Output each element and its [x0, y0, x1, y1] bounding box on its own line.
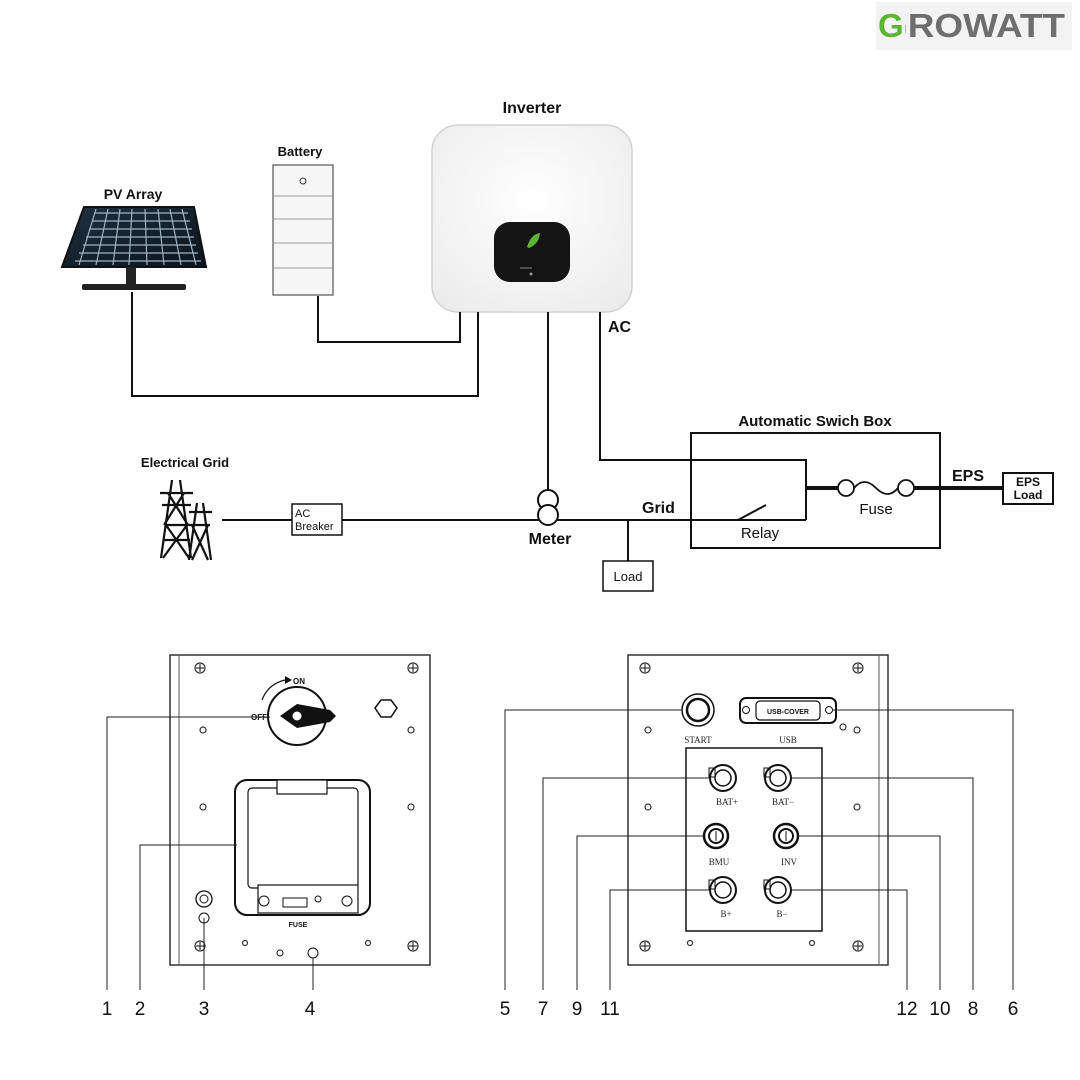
meter-label: Meter — [529, 531, 572, 548]
load-box: Load — [602, 560, 654, 592]
start-label: START — [684, 735, 712, 745]
eps-load-label-2: Load — [1014, 488, 1043, 502]
callout-4: 4 — [305, 999, 316, 1020]
switch-box-label: Automatic Swich Box — [738, 413, 892, 430]
automatic-switch-box: Automatic Swich Box Relay Fuse EPS EPS L… — [690, 413, 1054, 549]
b-minus-label: B− — [776, 909, 787, 919]
battery-label: Battery — [278, 144, 324, 159]
callout-2: 2 — [135, 999, 146, 1020]
svg-text:G: G — [878, 7, 904, 44]
electrical-grid-label: Electrical Grid — [141, 455, 229, 470]
battery-stack: Battery — [272, 144, 334, 296]
bat-plus-label: BAT+ — [716, 797, 738, 807]
callout-8: 8 — [968, 999, 979, 1020]
connector-bat-plus: BAT+ — [708, 764, 738, 807]
transmission-tower-icon — [159, 479, 213, 561]
panel-screws — [194, 662, 419, 952]
bat-minus-label: BAT− — [772, 797, 794, 807]
battery-terminal-panel: START USB-COVER USB BAT+ BAT− — [627, 654, 889, 966]
relay: Relay — [737, 504, 780, 542]
eps-load-label-1: EPS — [1016, 475, 1040, 489]
electrical-grid: Electrical Grid AC Breaker Meter — [141, 455, 806, 592]
rotary-switch: ON OFF — [251, 676, 336, 746]
ac-breaker-label-2: Breaker — [295, 521, 334, 533]
callout-3: 3 — [199, 999, 210, 1020]
inverter-display — [494, 222, 570, 282]
eps-label: EPS — [952, 468, 984, 485]
callout-7: 7 — [538, 999, 549, 1020]
callout-10: 10 — [929, 999, 950, 1020]
battery-front-panel: ON OFF FUSE — [169, 654, 431, 966]
ac-breaker-label-1: AC — [295, 508, 310, 520]
connector-bat-minus: BAT− — [763, 764, 794, 807]
dc-wiring — [131, 292, 807, 490]
pv-array-label: PV Array — [104, 186, 163, 202]
usb-label: USB — [779, 735, 797, 745]
callout-9: 9 — [572, 999, 583, 1020]
inv-label: INV — [781, 857, 797, 867]
pv-array: PV Array — [60, 186, 208, 290]
start-button: START — [681, 693, 715, 745]
switch-on-label: ON — [293, 677, 305, 686]
callout-11: 11 — [600, 999, 620, 1020]
callout-1: 1 — [102, 999, 113, 1020]
load-label: Load — [614, 569, 643, 584]
panel-screws-right — [639, 662, 864, 952]
fuse-label: Fuse — [859, 501, 892, 518]
usb-port: USB-COVER USB — [739, 697, 837, 745]
fuse-compartment: FUSE — [234, 779, 371, 929]
eps-load-box: EPS Load — [1002, 472, 1054, 505]
meter: Meter — [529, 489, 572, 548]
inverter-label: Inverter — [503, 100, 562, 117]
cable-gland-icon — [374, 699, 398, 718]
bmu-label: BMU — [709, 857, 730, 867]
connector-b-plus: B+ — [708, 876, 737, 919]
logo-text: GROWATT — [879, 7, 1065, 44]
ac-breaker: AC Breaker — [291, 503, 343, 536]
right-callout-lines — [504, 709, 1014, 990]
fuse: Fuse — [837, 479, 915, 518]
callout-12: 12 — [896, 999, 917, 1020]
growatt-logo: G GROWATT G — [876, 2, 1072, 50]
ac-label: AC — [608, 319, 632, 336]
usb-cover-label: USB-COVER — [767, 709, 809, 716]
callout-5: 5 — [500, 999, 511, 1020]
inverter: Inverter AC — [431, 100, 633, 336]
fuse-panel-label: FUSE — [289, 922, 308, 929]
grid-label: Grid — [642, 500, 675, 517]
relay-label: Relay — [741, 525, 780, 542]
callout-6: 6 — [1008, 999, 1019, 1020]
solar-cell-grid — [75, 208, 201, 266]
b-plus-label: B+ — [720, 909, 731, 919]
left-callout-lines — [106, 716, 314, 990]
leaf-icon — [527, 233, 540, 248]
